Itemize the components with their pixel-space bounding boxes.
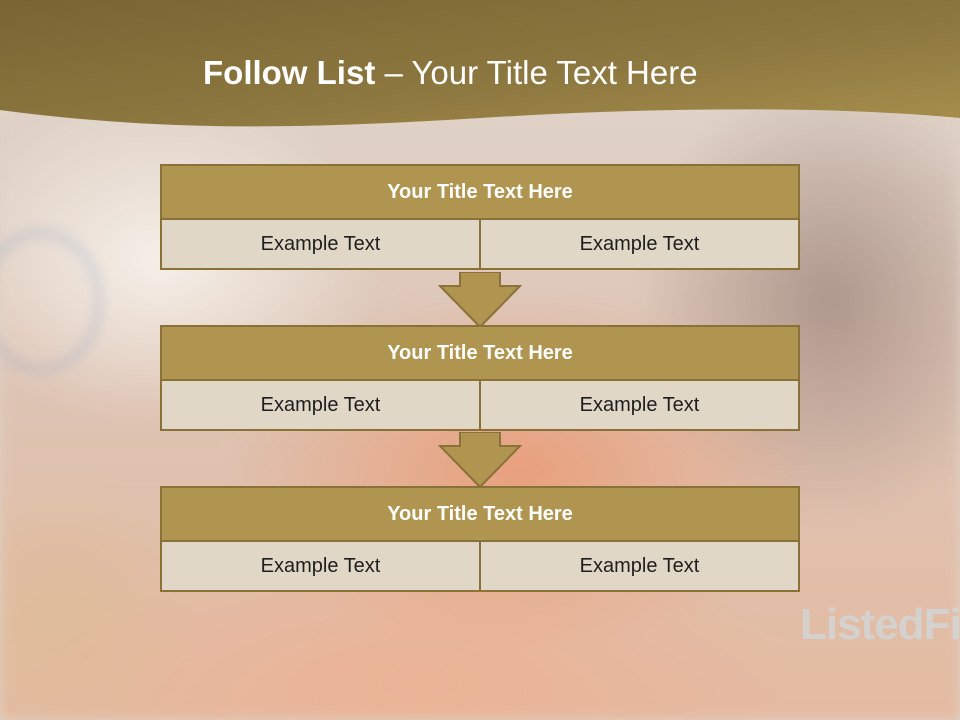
block-row: Example Text Example Text xyxy=(160,381,800,431)
block-cell-left: Example Text xyxy=(160,542,481,592)
block-title: Your Title Text Here xyxy=(160,164,800,220)
block-cell-right: Example Text xyxy=(481,381,800,431)
page-title: Follow List – Your Title Text Here xyxy=(0,54,960,92)
watermark-text: ListedFi xyxy=(800,600,960,649)
block-title: Your Title Text Here xyxy=(160,325,800,381)
block-title: Your Title Text Here xyxy=(160,486,800,542)
follow-block-2: Your Title Text Here Example Text Exampl… xyxy=(160,325,800,431)
block-row: Example Text Example Text xyxy=(160,542,800,592)
block-cell-left: Example Text xyxy=(160,381,481,431)
follow-block-3: Your Title Text Here Example Text Exampl… xyxy=(160,486,800,592)
down-arrow-icon xyxy=(438,272,522,328)
background-ring-shape xyxy=(0,230,102,372)
block-cell-left: Example Text xyxy=(160,220,481,270)
block-row: Example Text Example Text xyxy=(160,220,800,270)
block-cell-right: Example Text xyxy=(481,220,800,270)
down-arrow-icon xyxy=(438,432,522,488)
block-cell-right: Example Text xyxy=(481,542,800,592)
title-bold: Follow List xyxy=(203,54,376,91)
title-rest: – Your Title Text Here xyxy=(384,54,698,91)
header-band xyxy=(0,0,960,127)
follow-block-1: Your Title Text Here Example Text Exampl… xyxy=(160,164,800,270)
